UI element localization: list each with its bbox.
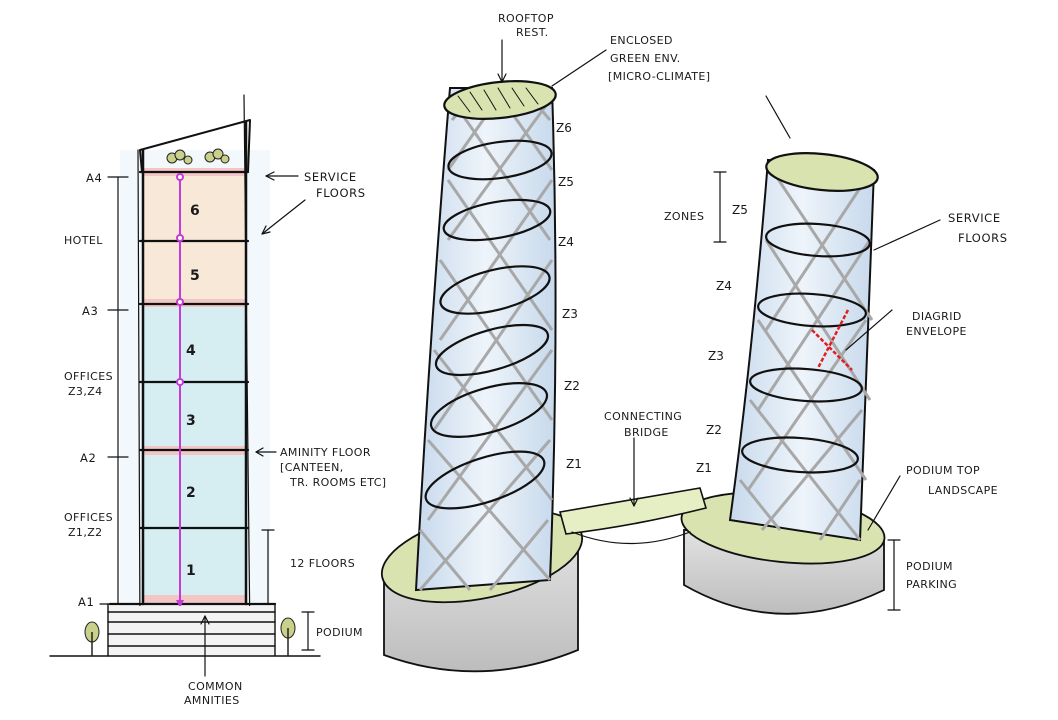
green-env-label-1: ENCLOSED (610, 34, 673, 47)
level-a1: A1 (78, 595, 94, 609)
tower-2-zone-z2: Z2 (706, 423, 722, 437)
tree-left-icon (84, 621, 100, 656)
tower-2-green-roof (765, 152, 879, 192)
office-zone-upper (143, 304, 246, 450)
common-amenities-label-2: AMNITIES (184, 694, 240, 707)
tree-right-icon (280, 617, 296, 656)
floor-number-1: 1 (186, 563, 196, 579)
green-env-label-2: GREEN ENV. (610, 52, 681, 65)
floor-number-4: 4 (186, 343, 196, 359)
service-floor-a1 (143, 595, 246, 604)
service-floors-label-2: FLOORS (316, 186, 366, 200)
twin-tower-perspective: ROOFTOP REST. ENCLOSED GREEN ENV. [MICRO… (380, 12, 1008, 673)
hotel-zone (143, 172, 246, 304)
tower-2-zone-z3: Z3 (708, 349, 724, 363)
diagrid-label-2: ENVELOPE (906, 325, 967, 338)
zone-label-offices-lower: OFFICES (64, 511, 113, 524)
tower-1-rings (424, 139, 553, 510)
zone-label-offices-lower-zones: Z1,Z2 (68, 526, 103, 539)
tower-1-zone-z4: Z4 (558, 235, 574, 249)
floor-number-2: 2 (186, 485, 196, 501)
tower-1-zone-z6: Z6 (556, 121, 572, 135)
roof-plants (166, 148, 230, 165)
amenity-floor-label-1: AMINITY FLOOR (280, 446, 371, 459)
tower-2-diagrid (738, 169, 874, 541)
rooftop-label-2: REST. (516, 26, 549, 39)
tower-2-zone-z4: Z4 (716, 279, 732, 293)
zone-label-offices-upper-zones: Z3,Z4 (68, 385, 103, 398)
tower-1-diagrid (418, 91, 554, 591)
tower-1-zone-z1: Z1 (566, 457, 582, 471)
tower-section: 6 5 4 3 2 1 A4 A3 A2 A1 HOTEL OFFICES Z3… (49, 94, 387, 707)
floor-number-3: 3 (186, 413, 196, 429)
zones-label: ZONES (664, 210, 704, 223)
bridge-label-1: CONNECTING (604, 410, 682, 423)
office-zone-lower (143, 450, 246, 600)
green-env-label-3: [MICRO-CLIMATE] (608, 70, 710, 83)
podium-top-label-2: LANDSCAPE (928, 484, 998, 497)
tower-2-zone-z5: Z5 (732, 203, 748, 217)
podium-top-label-1: PODIUM TOP (906, 464, 980, 477)
tower-1-zone-z3: Z3 (562, 307, 578, 321)
podium-parking-label-2: PARKING (906, 578, 957, 591)
amenity-floor-label-3: TR. ROOMS ETC] (289, 476, 387, 489)
tower-1-zone-z5: Z5 (558, 175, 574, 189)
tower-2-zone-z1: Z1 (696, 461, 712, 475)
level-a3: A3 (82, 304, 98, 318)
tower-2-service-floors-label-2: FLOORS (958, 231, 1008, 245)
level-a2: A2 (80, 451, 96, 465)
twelve-floors-label: 12 FLOORS (290, 557, 355, 570)
tower-2-rings (741, 222, 871, 474)
core-nodes (176, 173, 184, 386)
tower-2-service-floors-label-1: SERVICE (948, 211, 1001, 225)
zone-label-offices-upper: OFFICES (64, 370, 113, 383)
zone-label-hotel: HOTEL (64, 234, 103, 247)
common-amenities-label-1: COMMON (188, 680, 243, 693)
diagrid-highlight-icon (811, 309, 853, 371)
diagrid-label-1: DIAGRID (912, 310, 962, 323)
amenity-floor-label-2: [CANTEEN, (280, 461, 344, 474)
tower-1-zone-z2: Z2 (564, 379, 580, 393)
podium-base (108, 606, 275, 656)
podium-label: PODIUM (316, 626, 363, 639)
rooftop-label-1: ROOFTOP (498, 12, 554, 25)
level-a4: A4 (86, 171, 102, 185)
floor-number-5: 5 (190, 268, 200, 284)
floor-number-6: 6 (190, 203, 200, 219)
connecting-bridge (558, 487, 708, 535)
bridge-label-2: BRIDGE (624, 426, 669, 439)
podium-parking-label-1: PODIUM (906, 560, 953, 573)
service-floors-label-1: SERVICE (304, 170, 357, 184)
